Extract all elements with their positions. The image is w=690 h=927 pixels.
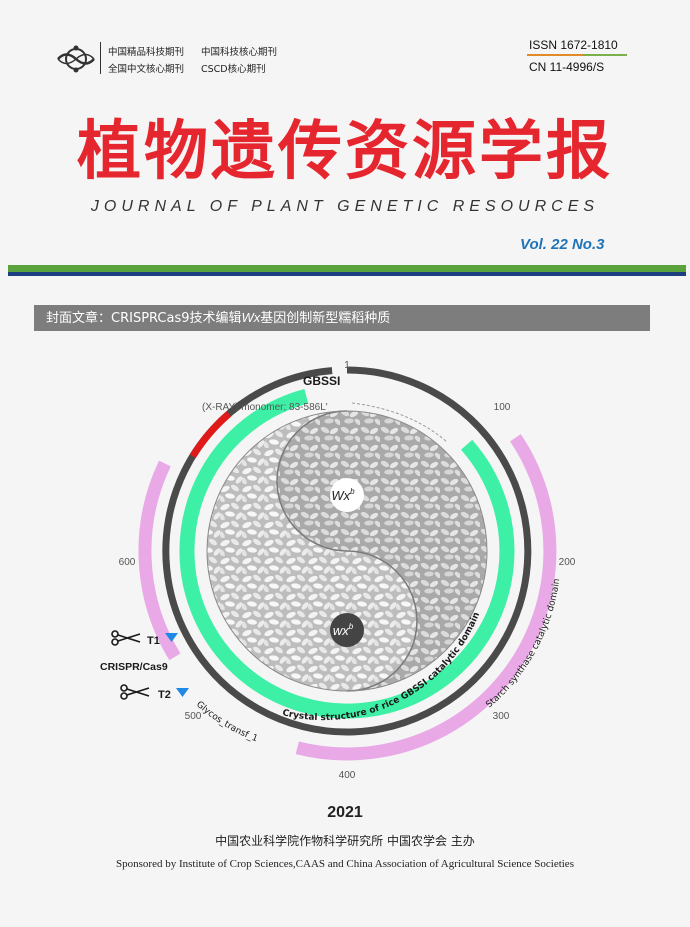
structure-leader-line <box>351 402 448 443</box>
gbssi-backbone-arc <box>162 366 532 736</box>
structure-note: (X-RAY) monomer; 83-586L' <box>202 402 328 413</box>
issn-rule-green <box>583 54 627 56</box>
allele-top-name: Wx <box>331 488 350 503</box>
badge-sci-tech-core-journal: 中国科技核心期刊 <box>201 47 278 58</box>
allele-top-superscript: b <box>350 487 355 496</box>
crispr-edit-region-arc <box>189 411 232 459</box>
header-band-green <box>8 265 686 272</box>
target-t2-arrow-icon <box>176 688 189 697</box>
sponsor-chinese: 中国农业科学院作物科学研究所 中国农学会 主办 <box>215 834 475 848</box>
cover-article-banner: 封面文章：CRISPRCas9技术编辑Wx基因创制新型糯稻种质 <box>34 305 650 331</box>
journal-logo <box>57 45 95 73</box>
tick-label-1: 1 <box>344 360 350 371</box>
badge-cscd-core-journal: CSCD核心期刊 <box>201 64 266 75</box>
sponsor-english: Sponsored by Institute of Crop Sciences,… <box>116 858 574 870</box>
publication-year: 2021 <box>327 804 363 821</box>
issn-rule-orange <box>527 54 583 56</box>
target-t1-arrow-icon <box>165 633 178 642</box>
tick-label-500: 500 <box>185 711 202 722</box>
target-t2-label: T2 <box>158 689 171 701</box>
issn-number: ISSN 1672-1810 <box>529 38 618 52</box>
tick-label-100: 100 <box>494 402 511 413</box>
journal-title-chinese: 植物遗传资源学报 <box>77 115 613 189</box>
tick-label-600: 600 <box>119 557 136 568</box>
cover-figure: Wxb wxb Crystal structure of rice GBSSI … <box>100 360 576 781</box>
crystal-structure-domain-arc <box>179 389 515 719</box>
badge-national-core-journal: 全国中文核心期刊 <box>108 64 185 75</box>
tick-label-400: 400 <box>339 770 356 781</box>
badge-chinese-quality-journal: 中国精品科技期刊 <box>108 47 185 58</box>
volume-issue: Vol. 22 No.3 <box>520 236 605 253</box>
scissors-icon-t2 <box>120 684 150 700</box>
protein-name: GBSSI <box>303 374 340 388</box>
cn-number: CN 11-4996/S <box>529 60 605 74</box>
glycos-transf-domain-arc <box>138 460 181 661</box>
header-band-blue <box>8 272 686 276</box>
journal-title-english: JOURNAL OF PLANT GENETIC RESOURCES <box>90 198 600 215</box>
wild-type-allele-marker <box>330 478 364 512</box>
allele-label-bottom: wxb <box>333 622 354 638</box>
cover-article-gene: Wx <box>241 310 261 325</box>
cover-article-prefix: 封面文章：CRISPRCas9技术编辑 <box>46 311 242 326</box>
scissors-icon-t1 <box>111 630 141 646</box>
target-t2: T2 <box>120 684 189 701</box>
rice-grain-disc <box>206 410 488 692</box>
crispr-cas9-label: CRISPR/Cas9 <box>100 661 168 673</box>
cover-article-suffix: 基因创制新型糯稻种质 <box>260 311 391 326</box>
target-t1-label: T1 <box>147 635 160 647</box>
starch-synthase-domain-arc <box>295 434 557 761</box>
mutant-allele-marker <box>330 613 364 647</box>
allele-bottom-superscript: b <box>349 622 354 631</box>
tick-label-300: 300 <box>493 711 510 722</box>
badge-divider <box>100 42 101 74</box>
target-t1: T1 <box>111 630 178 647</box>
allele-label-top: Wxb <box>331 487 355 503</box>
tick-label-200: 200 <box>559 557 576 568</box>
allele-bottom-name: wx <box>333 623 349 638</box>
